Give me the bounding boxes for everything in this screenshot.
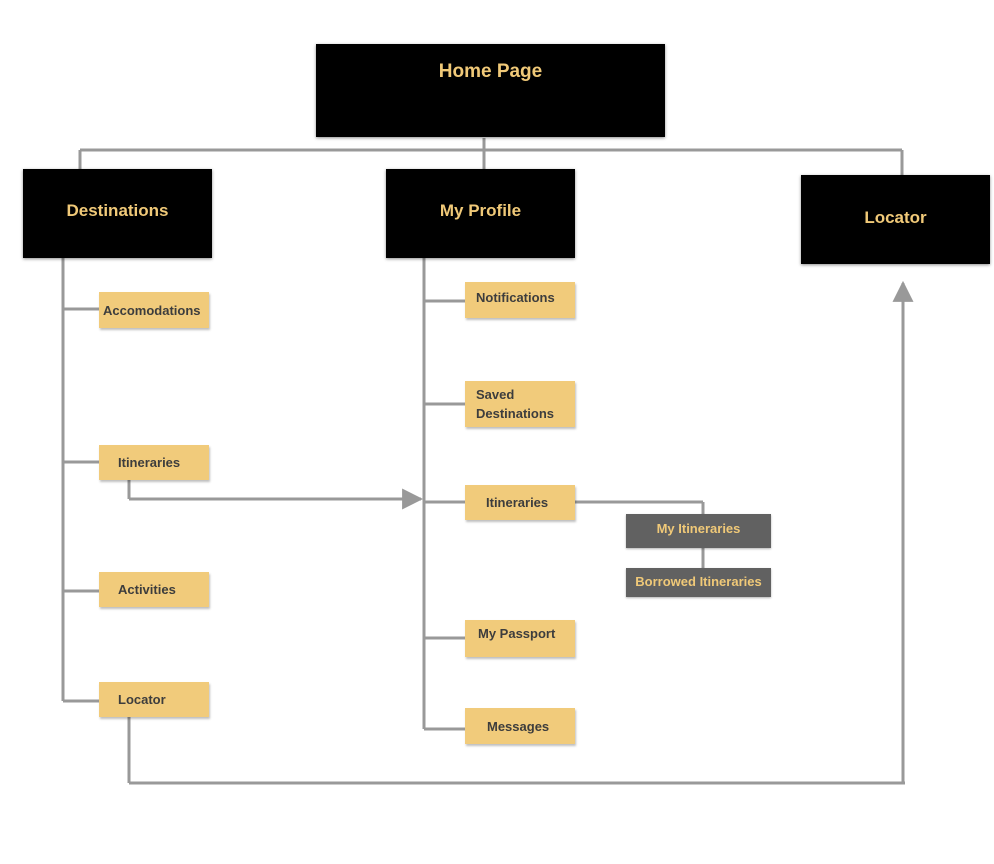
accomodations-label: Accomodations	[103, 302, 201, 318]
destinations-locator-node: Locator	[99, 682, 209, 717]
accomodations-node: Accomodations	[99, 292, 209, 328]
borrowed-itineraries-node: Borrowed Itineraries	[626, 568, 771, 597]
destinations-itineraries-label: Itineraries	[118, 455, 181, 470]
borrowed-itineraries-label: Borrowed Itineraries	[635, 574, 762, 589]
activities-label: Activities	[118, 582, 176, 597]
home-page-node: Home Page	[316, 44, 665, 137]
saved-destinations-label-line2: Destinations	[476, 406, 555, 421]
my-passport-node: My Passport	[465, 620, 575, 657]
destinations-label: Destinations	[66, 200, 169, 220]
saved-destinations-label-line1: Saved	[476, 387, 515, 402]
destinations-itineraries-node: Itineraries	[99, 445, 209, 480]
my-itineraries-node: My Itineraries	[626, 514, 771, 548]
my-profile-label: My Profile	[439, 200, 522, 220]
home-page-label: Home Page	[438, 61, 543, 82]
locator-node: Locator	[801, 175, 990, 264]
profile-itineraries-label: Itineraries	[486, 495, 549, 510]
profile-itineraries-node: Itineraries	[465, 485, 575, 520]
notifications-label: Notifications	[476, 290, 555, 305]
my-itineraries-label: My Itineraries	[656, 520, 741, 536]
saved-destinations-node: Saved Destinations	[465, 381, 575, 427]
destinations-locator-label: Locator	[118, 692, 166, 707]
my-profile-node: My Profile	[386, 169, 575, 258]
destinations-node: Destinations	[23, 169, 212, 258]
my-passport-label: My Passport	[478, 626, 556, 641]
locator-label: Locator	[864, 207, 927, 227]
messages-node: Messages	[465, 708, 575, 744]
notifications-node: Notifications	[465, 282, 575, 318]
messages-label: Messages	[487, 718, 550, 734]
activities-node: Activities	[99, 572, 209, 607]
